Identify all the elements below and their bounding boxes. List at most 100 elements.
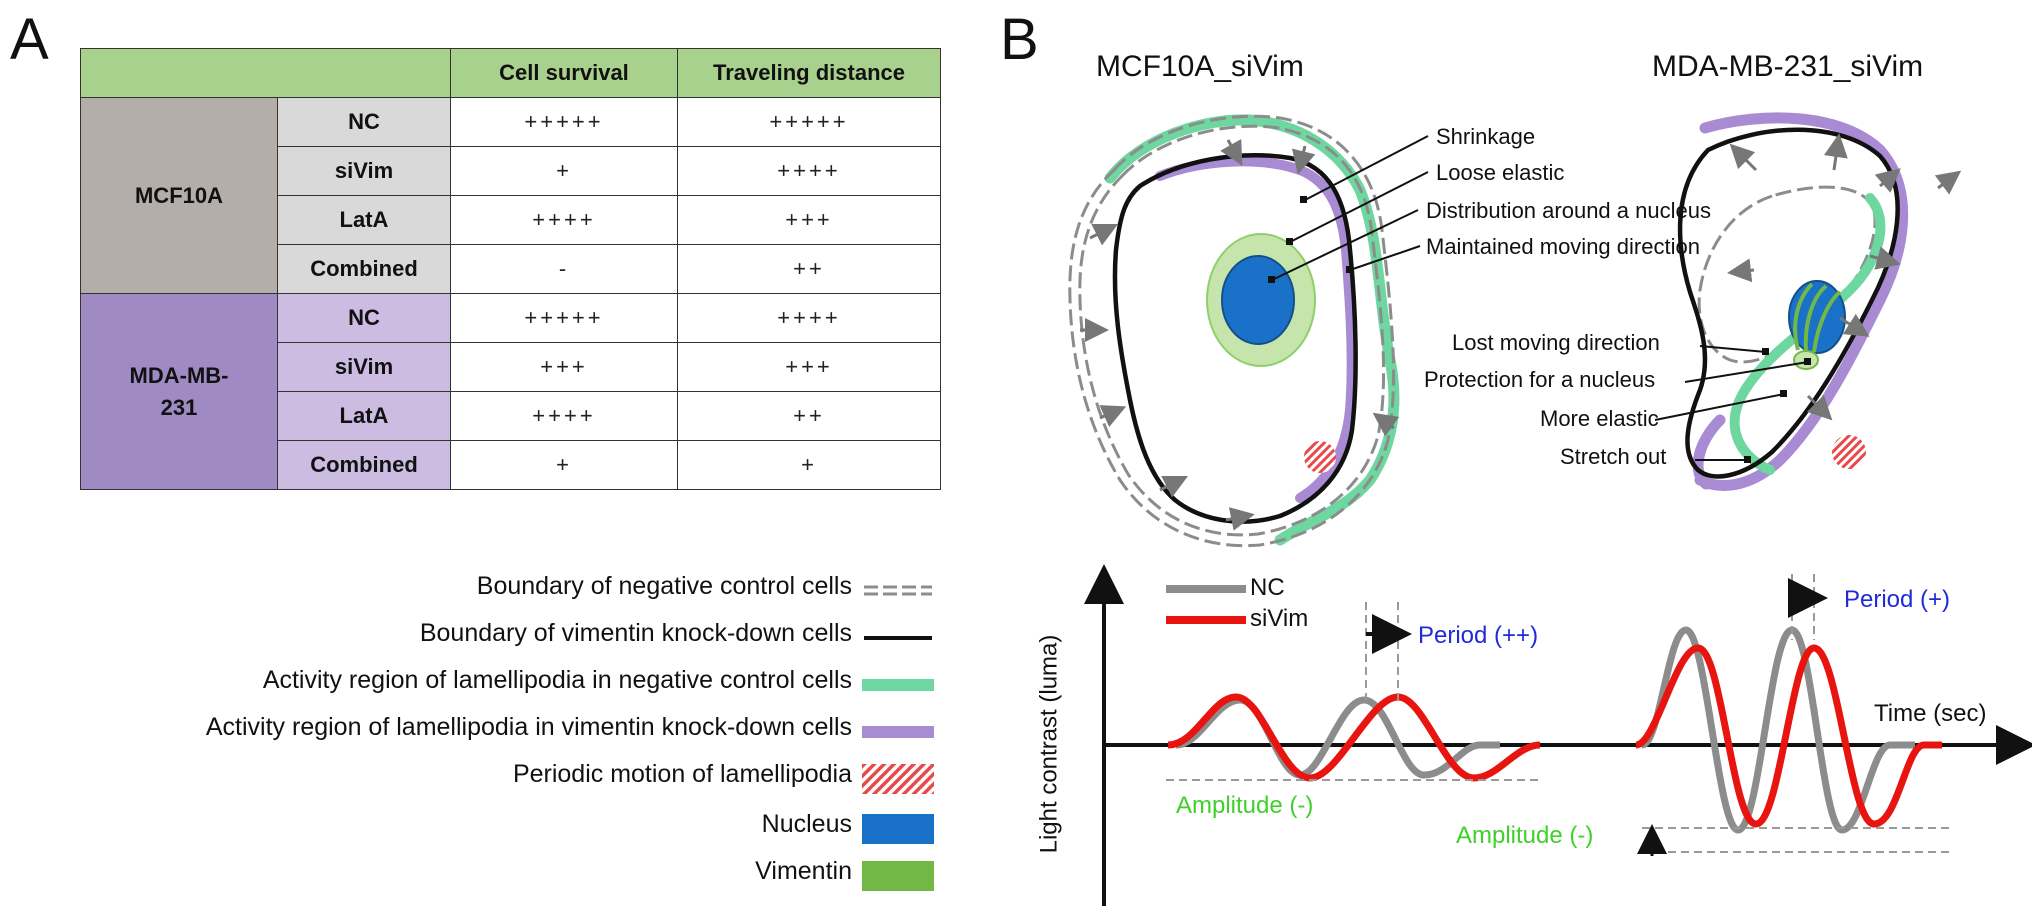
legend-item: Vimentin <box>0 855 938 895</box>
nc-trace-right <box>1640 626 1915 834</box>
panel-b-letter: B <box>1000 7 1039 72</box>
kd-boundary <box>1677 127 1900 479</box>
legend-item: Activity region of lamellipodia in negat… <box>0 664 938 704</box>
table-header-row: Cell survival Traveling distance <box>80 48 941 98</box>
condition-label: LatA <box>277 195 451 245</box>
legend-item: Periodic motion of lamellipodia <box>0 758 938 798</box>
table-row: MCF10A NC +++++ +++++ <box>80 97 941 294</box>
arrow-icon <box>1806 394 1833 421</box>
legend-label: Nucleus <box>761 810 852 838</box>
solid-black-line-icon <box>864 636 932 640</box>
leader-dot <box>1268 276 1275 283</box>
arrow-icon <box>1934 170 1962 195</box>
annotation-label: More elastic <box>1540 406 1659 431</box>
leader-line <box>1349 245 1421 271</box>
blue-box-icon <box>862 814 934 844</box>
arrow-icon <box>1220 139 1243 166</box>
cell-survival-value: + <box>450 440 678 490</box>
legend-label: Activity region of lamellipodia in negat… <box>262 666 852 694</box>
annotation-label: Stretch out <box>1560 444 1667 469</box>
condition-label: NC <box>277 293 451 343</box>
lamellipodia-kd-region <box>1155 156 1357 503</box>
green-band-icon <box>862 679 934 691</box>
traveling-distance-value: ++ <box>677 391 941 441</box>
leader-line <box>1684 361 1809 383</box>
table-row: Combined - ++ <box>81 244 941 294</box>
header-cell-survival: Cell survival <box>450 48 678 98</box>
arrow-icon <box>1823 133 1848 171</box>
legend-item: Activity region of lamellipodia in vimen… <box>0 711 938 751</box>
plot-ylabel: Light contrast (luma) <box>1035 634 1063 854</box>
cell-right-title: MDA-MB-231_siVim <box>1652 50 1924 83</box>
leader-line <box>1654 393 1785 421</box>
cell-left-illustration <box>1068 114 1429 548</box>
nucleus <box>1221 255 1295 345</box>
cell-survival-value: +++++ <box>450 97 678 147</box>
table-row: siVim + ++++ <box>81 146 941 196</box>
arrow-icon <box>1291 145 1316 175</box>
leader-dot <box>1744 456 1751 463</box>
leader-dot <box>1804 358 1811 365</box>
arrow-icon <box>1869 246 1901 270</box>
condition-label: siVim <box>277 342 451 392</box>
red-hatched-box-icon <box>862 764 934 794</box>
condition-label: NC <box>277 97 451 147</box>
arrow-icon <box>1729 143 1758 172</box>
leader-line <box>1699 345 1767 353</box>
traveling-distance-value: ++ <box>677 244 941 294</box>
annotation-label: Lost moving direction <box>1452 330 1660 355</box>
table-row: LatA ++++ +++ <box>81 195 941 245</box>
arrow-icon <box>1225 507 1255 531</box>
arrow-icon <box>1372 412 1400 437</box>
leader-dot <box>1780 390 1787 397</box>
condition-label: LatA <box>277 391 451 441</box>
nc-boundary <box>1697 185 1877 364</box>
periodic-motion-marker <box>1304 441 1336 473</box>
vimentin-region <box>1793 282 1842 353</box>
table-row: Combined + + <box>81 440 941 490</box>
arrow-icon <box>1159 475 1189 498</box>
period-label-left: Period (++) <box>1418 622 1539 649</box>
table-row: LatA ++++ ++ <box>81 391 941 441</box>
annotation-label: Distribution around a nucleus <box>1426 198 1711 223</box>
cell-survival-value: ++++ <box>450 195 678 245</box>
legend-label: Activity region of lamellipodia in vimen… <box>205 713 852 741</box>
annotation-label: Loose elastic <box>1436 160 1565 185</box>
traveling-distance-value: +++ <box>677 342 941 392</box>
legend-nc-label: NC <box>1250 574 1285 601</box>
amplitude-label-right: Amplitude (-) <box>1456 822 1594 849</box>
leader-dot <box>1286 238 1293 245</box>
table-header-blank <box>80 48 451 98</box>
results-table: Cell survival Traveling distance MCF10A … <box>80 48 941 490</box>
group-label-mda-mb-231: MDA-MB-231 <box>80 293 278 490</box>
nc-boundary <box>1068 114 1396 548</box>
traveling-distance-value: +++++ <box>677 97 941 147</box>
arrow-icon <box>1089 223 1119 246</box>
cell-right-illustration <box>1654 112 1962 491</box>
arrow-icon <box>1727 258 1755 283</box>
condition-label: Combined <box>277 440 451 490</box>
annotation-label: Maintained moving direction <box>1426 234 1700 259</box>
leader-dot <box>1346 266 1353 273</box>
dashed-gray-line-icon <box>864 585 932 596</box>
leader-line <box>1271 209 1419 281</box>
oscillation-plot <box>1084 564 2032 906</box>
leader-dot <box>1300 196 1307 203</box>
sivim-trace-right <box>1634 644 1942 828</box>
legend-item: Nucleus <box>0 808 938 848</box>
legend-label: Periodic motion of lamellipodia <box>512 760 852 788</box>
cell-left-title: MCF10A_siVim <box>1096 50 1304 83</box>
table-row: siVim +++ +++ <box>81 342 941 392</box>
arrow-icon <box>1839 313 1870 337</box>
purple-band-icon <box>862 726 934 738</box>
amplitude-label-left: Amplitude (-) <box>1176 792 1314 819</box>
arrow-icon <box>1874 168 1901 193</box>
annotation-label: Protection for a nucleus <box>1424 367 1656 392</box>
leader-dot <box>1762 348 1769 355</box>
table-row: MDA-MB-231 NC +++++ ++++ <box>80 293 941 490</box>
cell-survival-value: ++++ <box>450 391 678 441</box>
panel-a-letter: A <box>10 7 49 72</box>
legend-label: Boundary of vimentin knock-down cells <box>419 619 852 647</box>
cell-survival-value: +++++ <box>450 293 678 343</box>
